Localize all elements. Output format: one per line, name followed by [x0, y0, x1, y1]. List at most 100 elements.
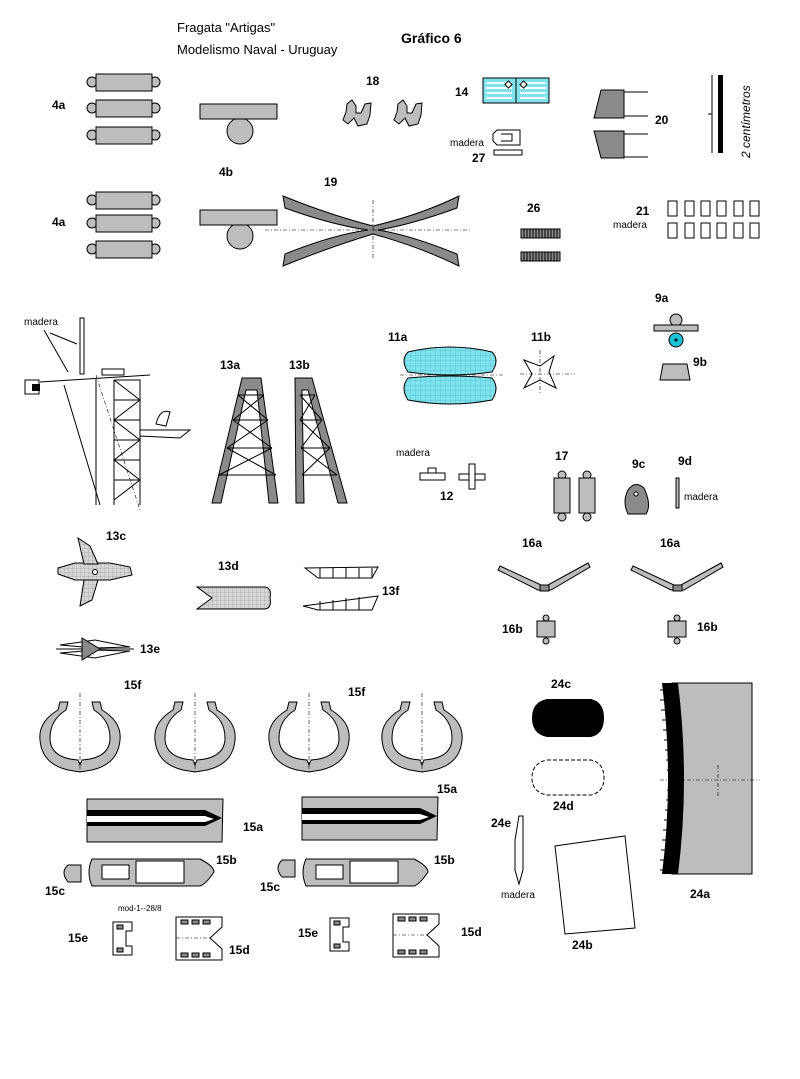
part-13d — [195, 586, 271, 610]
part-4a-top — [86, 73, 161, 145]
label-9b: 9b — [693, 355, 707, 369]
part-15c-left — [63, 864, 82, 883]
label-11a: 11a — [388, 330, 408, 344]
label-18: 18 — [366, 74, 380, 88]
part-19 — [265, 195, 470, 267]
label-13f: 13f — [382, 584, 400, 598]
part-9c-hole — [633, 491, 639, 497]
part-4b — [199, 103, 278, 250]
label-17: 17 — [555, 449, 569, 463]
label-4a: 4a — [52, 215, 66, 229]
label-15b: 15b — [216, 853, 237, 867]
part-15b-left — [88, 858, 215, 887]
label-15d: 15d — [461, 925, 482, 939]
wood-note-24e: madera — [501, 890, 535, 901]
label-19: 19 — [324, 175, 338, 189]
label-13b: 13b — [289, 358, 310, 372]
label-16a: 16a — [660, 536, 680, 550]
label-24c: 24c — [551, 677, 571, 691]
label-24d: 24d — [553, 799, 574, 813]
part-15e-left — [112, 921, 133, 956]
part-14 — [482, 77, 550, 104]
part-24d — [531, 759, 605, 796]
label-24b: 24b — [572, 938, 593, 952]
wood-note-27: madera — [450, 138, 484, 149]
part-15a-right — [301, 796, 439, 841]
part-15a-left — [86, 798, 224, 843]
label-4a: 4a — [52, 98, 66, 112]
scale-bar — [708, 75, 723, 153]
label-24e: 24e — [491, 816, 511, 830]
label-27: 27 — [472, 151, 486, 165]
model-name: Fragata "Artigas" — [177, 20, 276, 35]
wood-note-21: madera — [613, 220, 647, 231]
label-15a: 15a — [437, 782, 457, 796]
label-15a: 15a — [243, 820, 263, 834]
label-13d: 13d — [218, 559, 239, 573]
label-16b: 16b — [502, 622, 523, 636]
label-9a: 9a — [655, 291, 669, 305]
sheet-title: Gráfico 6 — [401, 30, 462, 46]
part-16a-right — [630, 562, 724, 592]
label-13e: 13e — [140, 642, 160, 656]
part-16b-right — [667, 614, 687, 645]
part-21 — [667, 200, 760, 239]
label-20: 20 — [655, 113, 669, 127]
label-4b: 4b — [219, 165, 233, 179]
part-16a-left — [497, 562, 591, 592]
part-12 — [419, 463, 486, 490]
label-21: 21 — [636, 204, 650, 218]
label-26: 26 — [527, 201, 541, 215]
label-15c: 15c — [260, 880, 280, 894]
part-15b-right — [302, 858, 429, 887]
part-13c — [57, 536, 133, 607]
label-14: 14 — [455, 85, 469, 99]
part-18 — [342, 99, 423, 127]
label-16b: 16b — [697, 620, 718, 634]
label-15f: 15f — [348, 685, 366, 699]
wood-note-12: madera — [396, 448, 430, 459]
label-11b: 11b — [531, 330, 551, 344]
part-15c-right — [277, 859, 296, 878]
label-15c: 15c — [45, 884, 65, 898]
part-9c — [624, 484, 650, 515]
mast-assembly — [24, 317, 192, 511]
club-name: Modelismo Naval - Uruguay — [177, 42, 338, 57]
label-15b: 15b — [434, 853, 455, 867]
wood-note-9d: madera — [684, 492, 718, 503]
part-11b — [520, 350, 575, 395]
label-15d: 15d — [229, 943, 250, 957]
label-15e: 15e — [298, 926, 318, 940]
scale-label: 2 centímetros — [739, 85, 753, 159]
part-16b-left — [536, 614, 556, 645]
label-15f: 15f — [124, 678, 142, 692]
part-13e — [56, 637, 134, 661]
label-9c: 9c — [632, 457, 646, 471]
part-26 — [520, 228, 561, 262]
label-9d: 9d — [678, 454, 692, 468]
part-13f — [302, 566, 379, 611]
part-15d-left — [175, 916, 223, 961]
label-13c: 13c — [106, 529, 126, 543]
part-13a — [211, 377, 279, 504]
label-24a: 24a — [690, 887, 710, 901]
label-12: 12 — [440, 489, 454, 503]
part-11a — [400, 346, 505, 405]
part-20 — [593, 89, 648, 159]
part-24b — [554, 835, 636, 935]
wood-note-mast: madera — [24, 317, 58, 328]
part-15e-right — [329, 917, 350, 952]
part-24c — [532, 699, 604, 737]
label-16a: 16a — [522, 536, 542, 550]
part-15f-frames — [39, 693, 463, 773]
label-13a: 13a — [220, 358, 240, 372]
part-13b — [294, 377, 348, 504]
code-note: mod-1--28/8 — [118, 904, 162, 913]
part-17 — [553, 470, 596, 522]
part-9b — [659, 363, 691, 381]
part-15d-right — [392, 913, 440, 958]
part-9d — [675, 477, 680, 509]
label-15e: 15e — [68, 931, 88, 945]
part-24a — [660, 682, 760, 875]
